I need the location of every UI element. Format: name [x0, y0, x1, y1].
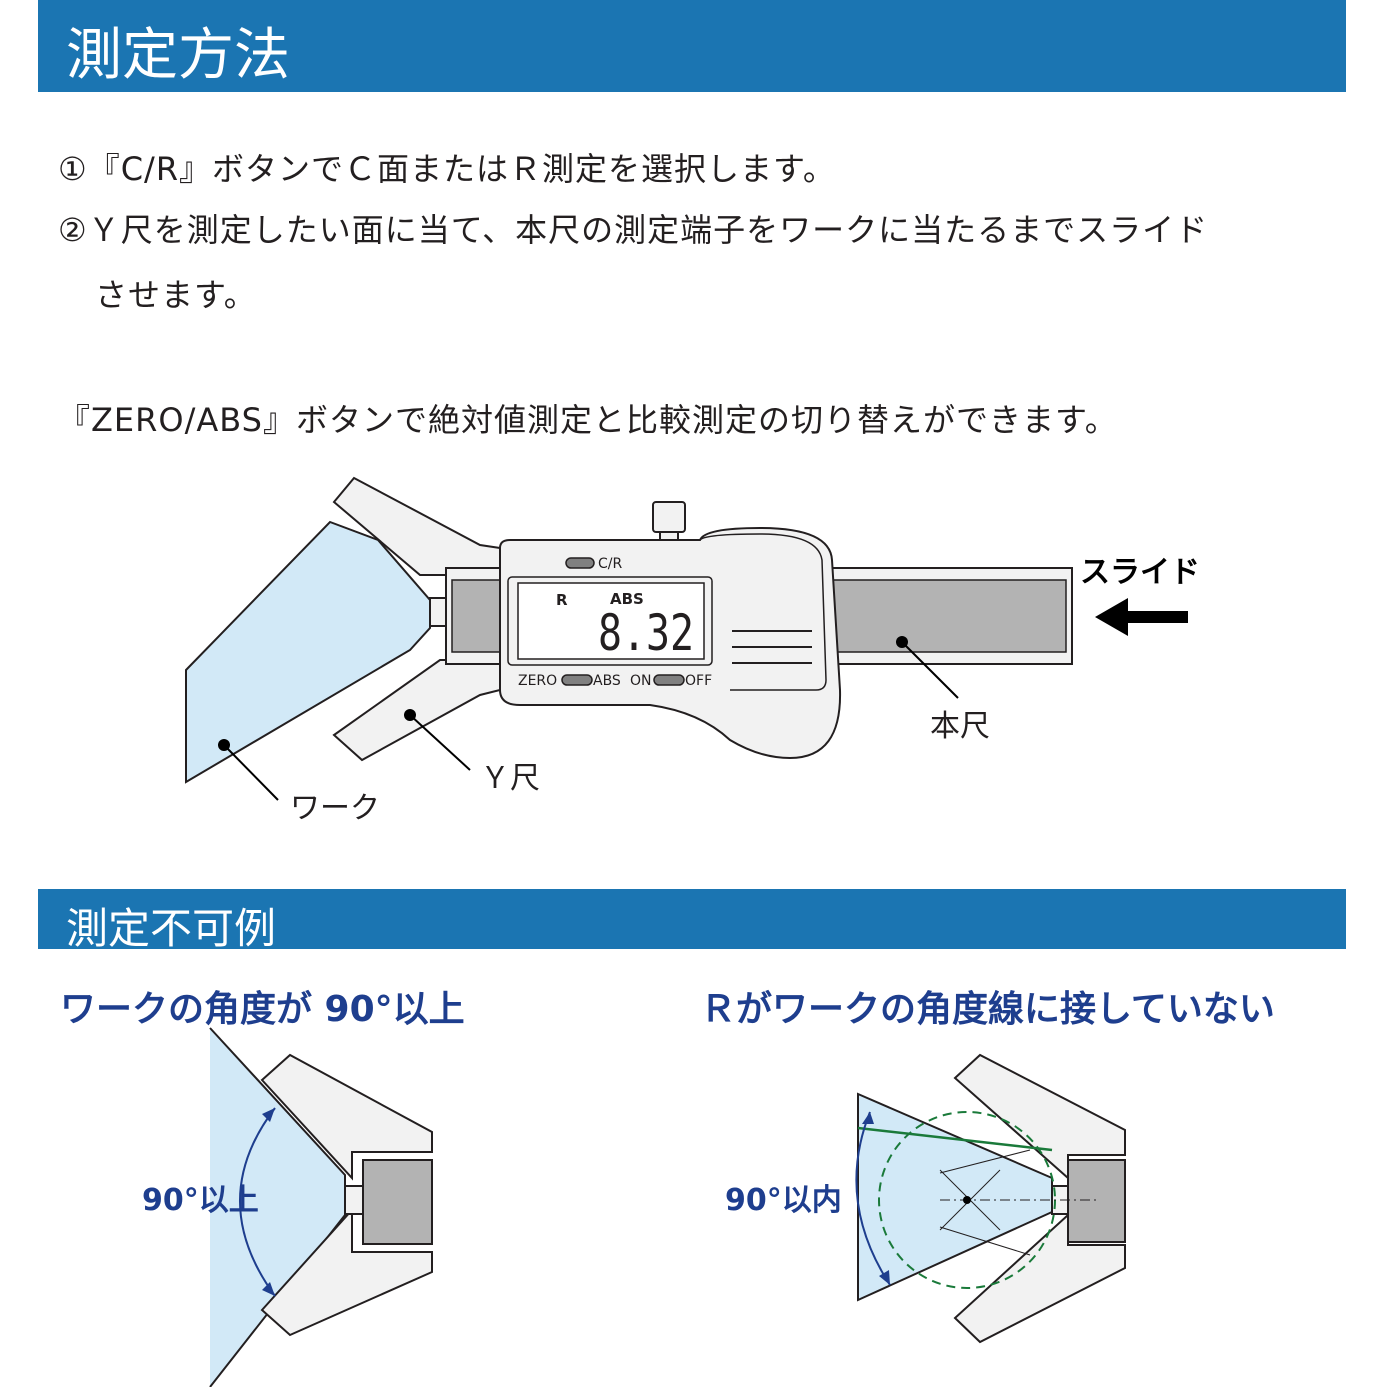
- example-1-work: [210, 1028, 345, 1387]
- cr-label: C/R: [598, 556, 622, 572]
- slide-label: スライド: [1080, 555, 1200, 590]
- lcd-screen: [517, 582, 705, 660]
- example-1-upper-jaw: [260, 1053, 433, 1181]
- lcd-mode: R: [556, 591, 568, 609]
- example-1-angle-label: 90°以上: [142, 1183, 259, 1218]
- main-scale-label: 本尺: [930, 709, 990, 744]
- zero-label: ZERO: [518, 673, 557, 689]
- on-off-button[interactable]: [653, 674, 685, 686]
- lcd-reading: 8.32: [598, 604, 694, 662]
- step-2-continuation: させます。: [95, 276, 257, 314]
- example-1-beam: [362, 1159, 433, 1245]
- example-1-title: ワークの角度が 90°以上: [60, 989, 465, 1030]
- example-2-angle-label: 90°以内: [725, 1183, 842, 1218]
- section-header-method: 測定方法: [38, 0, 1346, 92]
- lcd-abs: ABS: [610, 590, 644, 608]
- step-2-text: ②Ｙ尺を測定したい面に当て、本尺の測定端子をワークに当たるまでスライド: [58, 211, 1209, 249]
- zero-abs-button[interactable]: [561, 674, 593, 686]
- y-scale-label: Ｙ尺: [480, 761, 540, 796]
- off-label: OFF: [685, 673, 712, 689]
- zero-abs-note: 『ZERO/ABS』ボタンで絶対値測定と比較測定の切り替えができます。: [58, 401, 1118, 439]
- section-title: 測定不可例: [66, 904, 277, 953]
- work-label: ワーク: [290, 791, 380, 826]
- section-title: 測定方法: [66, 23, 290, 88]
- abs-button-label: ABS: [593, 673, 621, 689]
- step-1-text: ①『C/R』ボタンでＣ面またはＲ測定を選択します。: [58, 150, 836, 188]
- slide-arrow-icon: [1095, 598, 1188, 636]
- cr-button[interactable]: [565, 557, 595, 569]
- example-2-tangent-line: [857, 1126, 1053, 1152]
- example-2-title: Ｒがワークの角度線に接していない: [700, 989, 1275, 1030]
- section-header-impossible: 測定不可例: [38, 889, 1346, 953]
- on-label: ON: [630, 673, 652, 689]
- example-2-beam: [1067, 1159, 1126, 1243]
